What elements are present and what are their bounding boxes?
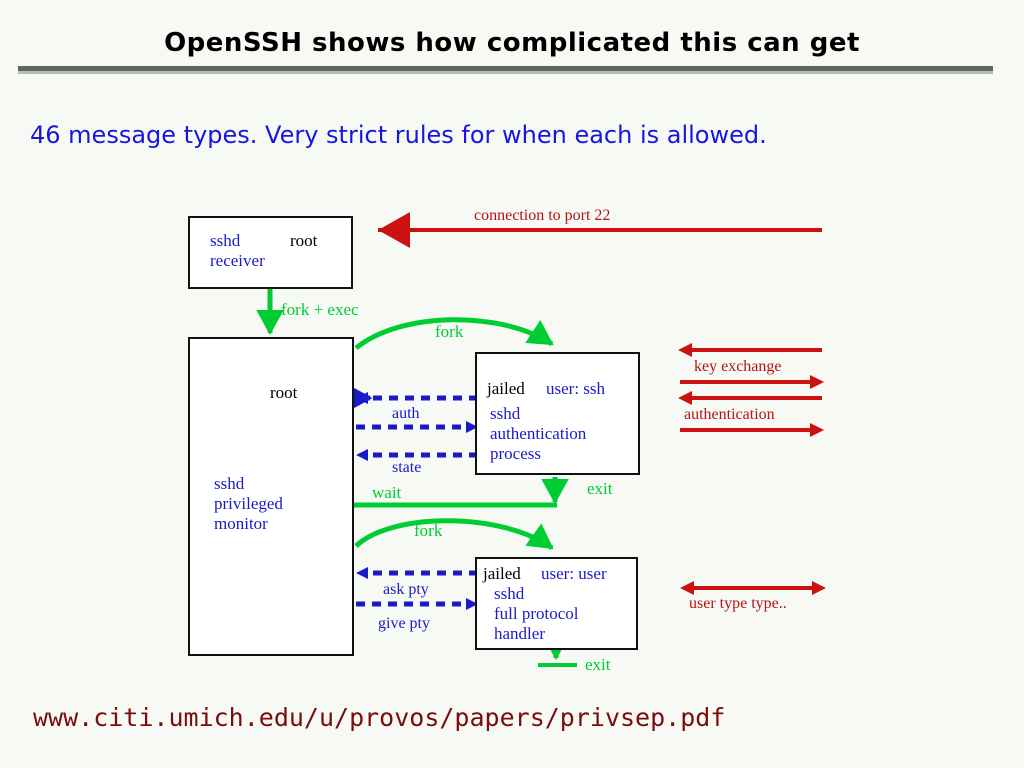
receiver-sshd-label: sshd xyxy=(210,231,241,250)
receiver-role-label: receiver xyxy=(210,251,265,270)
label-key-exchange: key exchange xyxy=(694,358,782,375)
arrow-key-exchange-in xyxy=(678,343,822,357)
label-auth: auth xyxy=(392,405,420,422)
title-divider xyxy=(18,66,993,74)
label-give-pty: give pty xyxy=(378,615,430,632)
auth-line3: process xyxy=(490,444,541,463)
arrow-fork-handler xyxy=(354,518,554,551)
receiver-user-label: root xyxy=(290,231,318,250)
box-privileged-monitor[interactable] xyxy=(188,337,354,656)
label-state: state xyxy=(392,459,422,476)
arrow-authentication-in xyxy=(678,391,822,405)
page-title: OpenSSH shows how complicated this can g… xyxy=(164,28,860,58)
auth-jailed-label: jailed xyxy=(487,379,525,398)
label-exit-auth: exit xyxy=(587,479,613,498)
footer-url[interactable]: www.citi.umich.edu/u/provos/papers/privs… xyxy=(33,703,726,732)
monitor-user-label: root xyxy=(270,383,298,402)
arrow-key-exchange-out xyxy=(680,375,824,389)
label-ask-pty: ask pty xyxy=(383,581,429,598)
box-protocol-handler[interactable] xyxy=(475,557,638,650)
handler-line3: handler xyxy=(494,624,545,643)
arrow-authentication-out xyxy=(680,423,824,437)
handler-line1: sshd xyxy=(494,584,525,603)
label-user-type: user type type.. xyxy=(689,595,787,612)
arrow-user-type xyxy=(680,581,826,595)
label-exit-handler: exit xyxy=(585,655,611,674)
label-fork-exec: fork + exec xyxy=(281,300,359,319)
handler-line2: full protocol xyxy=(494,604,579,623)
label-connection-to-port-22: connection to port 22 xyxy=(474,207,611,224)
arrow-auth-in xyxy=(345,383,478,413)
label-fork-auth: fork xyxy=(435,322,464,341)
handler-user-label: user: user xyxy=(541,564,607,583)
label-fork-handler: fork xyxy=(414,521,443,540)
auth-user-label: user: ssh xyxy=(546,379,606,398)
label-wait: wait xyxy=(372,483,402,502)
auth-line2: authentication xyxy=(490,424,587,443)
arrow-give-pty xyxy=(356,598,478,610)
monitor-line1: sshd xyxy=(214,474,245,493)
arrow-exit-handler xyxy=(538,635,577,667)
box-auth-process[interactable] xyxy=(475,352,640,475)
monitor-line2: privileged xyxy=(214,494,283,513)
box-sshd-receiver[interactable] xyxy=(188,216,353,289)
subtitle-text: 46 message types. Very strict rules for … xyxy=(30,121,767,149)
auth-line1: sshd xyxy=(490,404,521,423)
label-authentication: authentication xyxy=(684,406,775,423)
monitor-line3: monitor xyxy=(214,514,268,533)
handler-jailed-label: jailed xyxy=(483,564,521,583)
arrow-ask-pty xyxy=(356,567,478,579)
